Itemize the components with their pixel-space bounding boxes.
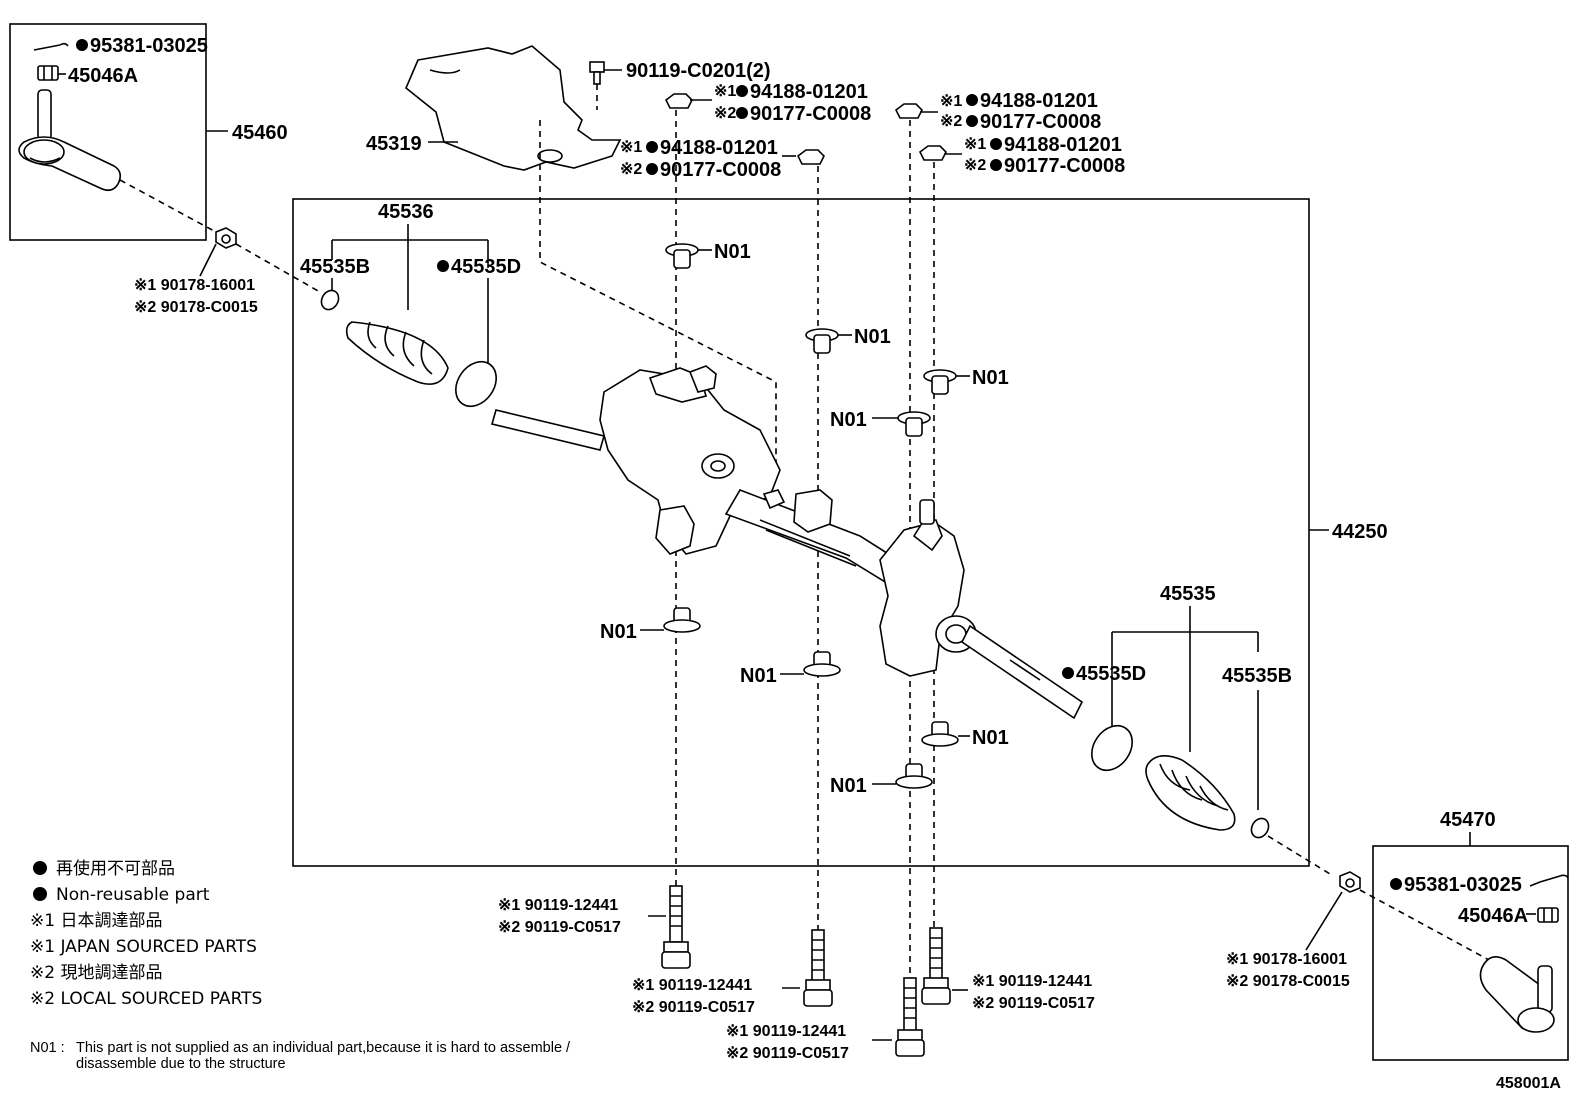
gear-assembly-number: 44250	[1332, 521, 1388, 543]
steering-gear-housing-icon	[491, 365, 1084, 720]
n01-label-4: N01	[830, 409, 867, 431]
legend-n01-line2: disassemble due to the structure	[76, 1056, 286, 1072]
bolt-3-callout-1: ※1 90119-12441	[726, 1023, 846, 1040]
tie-nut-left-callout-2: ※2 90178-C0015	[134, 299, 258, 316]
n01-grommet-1-icon	[665, 243, 699, 269]
bolt-1-icon	[661, 885, 691, 969]
lock-nut-b-icon	[796, 149, 825, 165]
lock-nut-d-part-2: 90177-C0008	[1004, 155, 1125, 177]
lock-nut-d-part-1: 94188-01201	[1004, 134, 1122, 156]
n01-label-7: N01	[972, 727, 1009, 749]
tie-rod-nut-left-icon	[215, 227, 237, 249]
n01-grommet-7-icon	[921, 721, 959, 747]
bolt-4-callout-2: ※2 90119-C0517	[972, 995, 1095, 1012]
n01-label-8: N01	[830, 775, 867, 797]
bolt-3-callout-2: ※2 90119-C0517	[726, 1045, 849, 1062]
lock-nut-c-icon	[894, 103, 923, 119]
lock-nut-b-callout-1: ※1	[620, 139, 642, 156]
bolt-2-icon	[803, 929, 833, 1007]
clip-right-icon	[1250, 817, 1270, 839]
tie-rod-nut-right-icon	[1339, 871, 1361, 893]
legend: 再使用不可部品 Non-reusable part ※1 日本調達部品 ※1 J…	[30, 858, 571, 1072]
clamp-right-number: 45535D	[1076, 663, 1146, 685]
bolt-1-callout-1: ※1 90119-12441	[498, 897, 618, 914]
nut-right-label: 45046A	[1458, 905, 1528, 927]
tie-nut-right-callout-2: ※2 90178-C0015	[1226, 973, 1350, 990]
n01-grommet-8-icon	[895, 763, 933, 789]
legend-n01-key: N01 :	[30, 1040, 65, 1056]
tie-rod-end-right-icon	[1479, 956, 1555, 1033]
n01-label-1: N01	[714, 241, 751, 263]
bolt-1-callout-2: ※2 90119-C0517	[498, 919, 621, 936]
n01-grommet-3-icon	[923, 369, 957, 395]
tie-rod-left-frame	[9, 23, 207, 241]
cover-bolt-icon	[589, 61, 605, 85]
lock-nut-a-part-1: 94188-01201	[750, 81, 868, 103]
tie-rod-right-number: 45470	[1440, 809, 1496, 831]
n01-label-5: N01	[600, 621, 637, 643]
dust-cover-number: 45319	[366, 133, 422, 155]
lock-nut-c-callout-1: ※1	[940, 93, 962, 110]
tie-nut-right-callout-1: ※1 90178-16001	[1226, 951, 1347, 968]
legend-nonreusable-jp: 再使用不可部品	[56, 858, 175, 879]
lock-nut-c-part-1: 94188-01201	[980, 90, 1098, 112]
nut-right-icon	[1537, 907, 1559, 923]
tie-nut-left-callout-1: ※1 90178-16001	[134, 277, 255, 294]
clip-left-icon	[320, 289, 340, 311]
lock-nut-d-icon	[918, 145, 947, 161]
lock-nut-c-part-2: 90177-C0008	[980, 111, 1101, 133]
lock-nut-a-part-2: 90177-C0008	[750, 103, 871, 125]
tie-rod-end-left-icon	[18, 89, 122, 192]
n01-label-6: N01	[740, 665, 777, 687]
gear-assembly-frame	[292, 198, 1310, 867]
lock-nut-d-callout-1: ※1	[964, 136, 986, 153]
clamp-left-icon	[455, 360, 497, 408]
nut-label: 45046A	[68, 65, 138, 87]
lock-nut-b-callout-2: ※2	[620, 161, 642, 178]
tie-rod-left-number: 45460	[232, 122, 288, 144]
bolt-2-callout-2: ※2 90119-C0517	[632, 999, 755, 1016]
lock-nut-c-callout-2: ※2	[940, 113, 962, 130]
boot-left-number: 45536	[378, 201, 434, 223]
boot-right-number: 45535	[1160, 583, 1216, 605]
n01-grommet-6-icon	[803, 651, 841, 677]
boot-right-icon	[1145, 755, 1236, 831]
cotter-pin-label: 95381-03025	[90, 35, 208, 57]
n01-label-2: N01	[854, 326, 891, 348]
clip-left-number: 45535B	[300, 256, 370, 278]
lock-nut-a-callout-2: ※2	[714, 105, 736, 122]
clip-right-number: 45535B	[1222, 665, 1292, 687]
lock-nut-b-part-2: 90177-C0008	[660, 159, 781, 181]
lock-nut-b-part-1: 94188-01201	[660, 137, 778, 159]
legend-nonreusable-en: Non-reusable part	[56, 885, 210, 905]
cotter-pin-right-icon	[1539, 874, 1569, 883]
nut-icon	[37, 65, 59, 81]
bolt-4-callout-1: ※1 90119-12441	[972, 973, 1092, 990]
n01-grommet-2-icon	[805, 328, 839, 354]
bolt-3-icon	[895, 977, 925, 1057]
n01-label-3: N01	[972, 367, 1009, 389]
bolt-2-callout-1: ※1 90119-12441	[632, 977, 752, 994]
n01-grommet-4-icon	[897, 411, 931, 437]
bolt-4-icon	[921, 927, 951, 1005]
cotter-pin-icon	[33, 42, 69, 51]
legend-n01-line1: This part is not supplied as an individu…	[76, 1040, 571, 1056]
dust-cover-icon	[405, 45, 622, 171]
legend-japan-jp: ※1 日本調達部品	[30, 911, 162, 931]
legend-local-jp: ※2 現地調達部品	[30, 963, 162, 983]
n01-grommet-5-icon	[663, 607, 701, 633]
clamp-right-icon	[1091, 724, 1133, 772]
legend-japan-en: ※1 JAPAN SOURCED PARTS	[30, 937, 257, 957]
cotter-pin-right-label: 95381-03025	[1404, 874, 1522, 896]
cover-bolt-number: 90119-C0201(2)	[626, 60, 771, 82]
legend-local-en: ※2 LOCAL SOURCED PARTS	[30, 989, 262, 1009]
boot-left-icon	[345, 321, 449, 385]
lock-nut-a-callout-1: ※1	[714, 83, 736, 100]
lock-nut-a-icon	[664, 93, 693, 109]
drawing-number: 458001A	[1496, 1075, 1561, 1092]
lock-nut-d-callout-2: ※2	[964, 157, 986, 174]
clamp-left-number: 45535D	[451, 256, 521, 278]
